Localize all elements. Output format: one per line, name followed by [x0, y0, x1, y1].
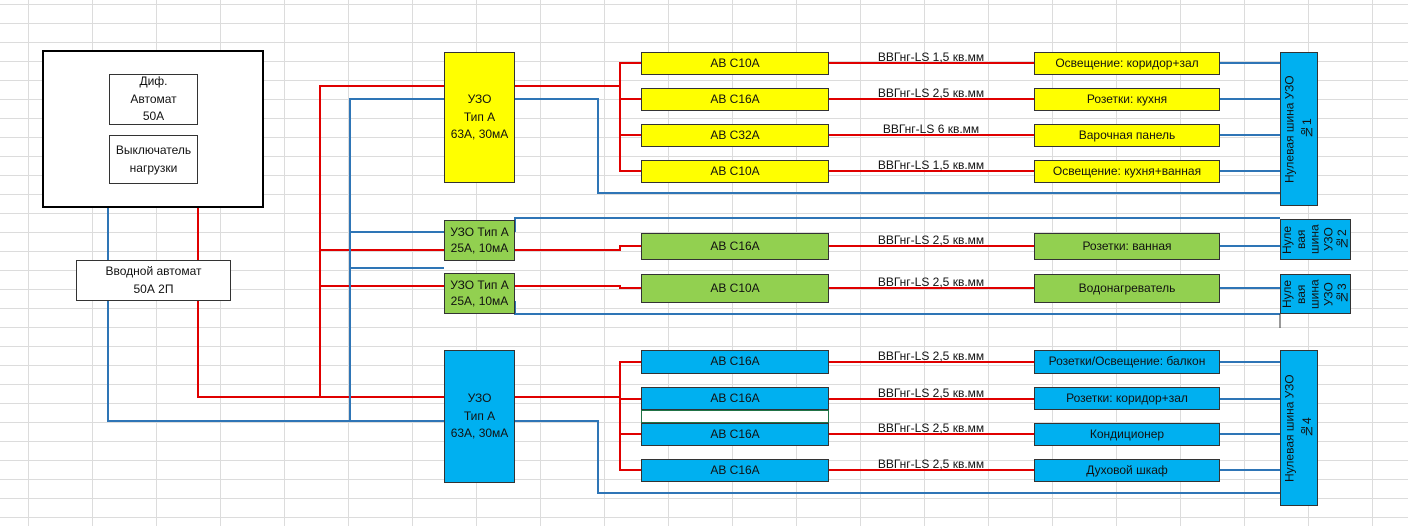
neutral-rcd2-out: [514, 217, 1280, 232]
empty-cell: [641, 410, 829, 423]
phase-rcd2-out: [515, 245, 641, 251]
breaker-9: АВ С16А: [641, 423, 829, 446]
breaker-2: АВ С16А: [641, 88, 829, 111]
cable-label-4: ВВГнг-LS 1,5 кв.мм: [877, 158, 985, 172]
neutral-rcd1-out: [515, 98, 1280, 194]
cable-label-2: ВВГнг-LS 2,5 кв.мм: [877, 86, 985, 100]
load-6: Водонагреватель: [1034, 274, 1220, 303]
load-7: Розетки/Освещение: балкон: [1034, 350, 1220, 374]
cable-label-9: ВВГнг-LS 2,5 кв.мм: [877, 421, 985, 435]
neutral-bar-3: Нуле вая шина УЗО №3: [1280, 274, 1351, 314]
neutral-wire-input: [107, 208, 444, 422]
cable-label-7: ВВГнг-LS 2,5 кв.мм: [877, 349, 985, 363]
breaker-5: АВ С16А: [641, 233, 829, 260]
neutral-bar-1: Нулевая шина УЗО №1: [1280, 52, 1318, 206]
neutral-rcd4-out: [515, 420, 1280, 494]
neutral-bus: [349, 98, 444, 421]
load-3: Варочная панель: [1034, 124, 1220, 147]
breaker-7: АВ С16А: [641, 350, 829, 374]
load-9: Кондиционер: [1034, 423, 1220, 446]
phase-bus: [319, 85, 444, 397]
load-1: Освещение: коридор+зал: [1034, 52, 1220, 75]
phase-wire-input: [197, 208, 444, 398]
input-breaker: Вводной автомат 50А 2П: [76, 260, 231, 301]
breaker-6: АВ С10А: [641, 274, 829, 303]
cable-label-6: ВВГнг-LS 2,5 кв.мм: [877, 275, 985, 289]
breaker-3: АВ С32А: [641, 124, 829, 147]
breaker-8: АВ С16А: [641, 387, 829, 410]
phase-rcd4-out: [515, 361, 641, 471]
breaker-10: АВ С16А: [641, 459, 829, 482]
phase-wires: [197, 62, 1034, 471]
rcd-1: УЗО Тип А 63А, 30мА: [444, 52, 515, 183]
load-5: Розетки: ванная: [1034, 233, 1220, 260]
phase-cables: [829, 62, 1034, 471]
cable-label-8: ВВГнг-LS 2,5 кв.мм: [877, 386, 985, 400]
neutral-bar-4: Нулевая шина УЗО №4: [1280, 350, 1318, 506]
breaker-4: АВ С10А: [641, 160, 829, 183]
neutral-rcd3-out: [514, 301, 1280, 315]
load-switch: Выключатель нагрузки: [109, 135, 198, 184]
neutral-bar-2: Нуле вая шина УЗО №2: [1280, 219, 1351, 260]
rcd-2: УЗО Тип А 25А, 10мА: [444, 220, 515, 261]
neutral-wires: [107, 62, 1280, 494]
load-2: Розетки: кухня: [1034, 88, 1220, 111]
load-8: Розетки: коридор+зал: [1034, 387, 1220, 410]
phase-rcd3-out: [515, 285, 641, 289]
load-4: Освещение: кухня+ванная: [1034, 160, 1220, 183]
cable-label-5: ВВГнг-LS 2,5 кв.мм: [877, 233, 985, 247]
dif-automat: Диф. Автомат 50А: [109, 74, 198, 125]
load-10: Духовой шкаф: [1034, 459, 1220, 482]
cable-label-10: ВВГнг-LS 2,5 кв.мм: [877, 457, 985, 471]
breaker-1: АВ С10А: [641, 52, 829, 75]
neutral-loads: [1220, 62, 1280, 471]
cable-label-1: ВВГнг-LS 1,5 кв.мм: [877, 50, 985, 64]
rcd-4: УЗО Тип А 63А, 30мА: [444, 350, 515, 483]
cable-label-3: ВВГнг-LS 6 кв.мм: [882, 122, 980, 136]
rcd-3: УЗО Тип А 25А, 10мА: [444, 273, 515, 314]
phase-rcd1-out: [515, 62, 641, 172]
